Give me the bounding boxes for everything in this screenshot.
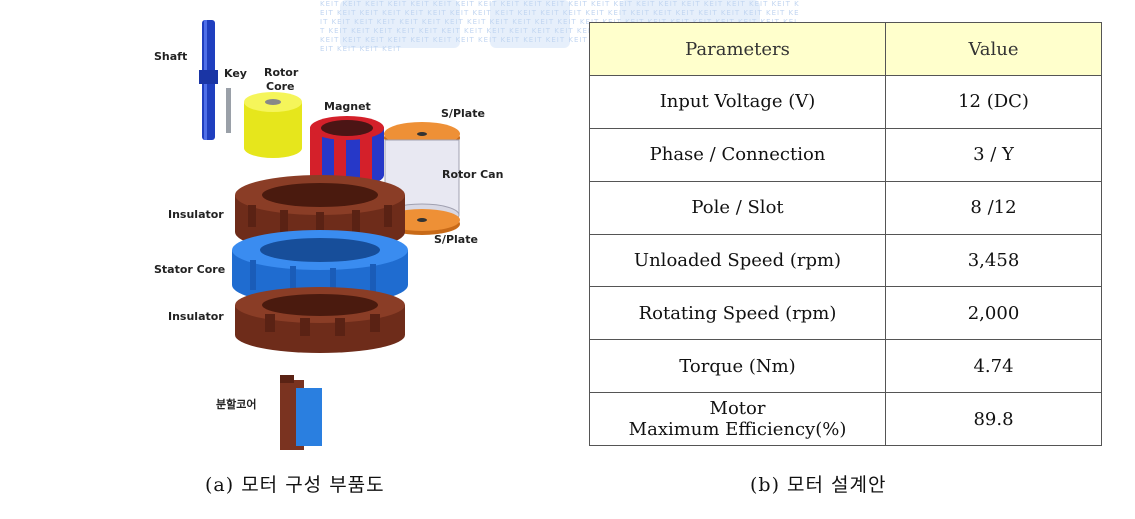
param-cell: Phase / Connection xyxy=(589,127,886,182)
key-part xyxy=(226,88,231,133)
insulator-bottom-part xyxy=(235,287,405,353)
label-rotor-core-2: Core xyxy=(266,80,295,93)
value-cell: 8 /12 xyxy=(885,180,1102,235)
label-insulator-bottom: Insulator xyxy=(168,310,224,323)
param-cell: Torque (Nm) xyxy=(589,339,886,394)
value-cell: 3 / Y xyxy=(885,127,1102,182)
magnet-part xyxy=(310,116,384,187)
shaft-part xyxy=(199,20,218,140)
param-line-1: Motor xyxy=(709,398,766,420)
label-stator-core: Stator Core xyxy=(154,263,226,276)
label-key: Key xyxy=(224,67,247,80)
param-cell: Rotating Speed (rpm) xyxy=(589,286,886,341)
motor-parts-figure: Shaft Key Rotor Core Magnet S/Plate Roto… xyxy=(140,10,520,455)
label-split-core: 분할코어 xyxy=(216,398,257,411)
param-cell: Input Voltage (V) xyxy=(589,75,886,129)
table-row: Motor Maximum Efficiency(%) 89.8 xyxy=(589,392,1102,446)
value-cell: 2,000 xyxy=(885,286,1102,341)
label-magnet: Magnet xyxy=(324,100,371,113)
param-line-2: Maximum Efficiency(%) xyxy=(628,419,847,441)
label-shaft: Shaft xyxy=(154,50,188,63)
table-row: Pole / Slot 8 /12 xyxy=(589,180,1102,235)
value-cell: 4.74 xyxy=(885,339,1102,394)
watermark: KEIT KEIT KEIT KEIT KEIT KEIT KEIT KEIT … xyxy=(320,0,800,70)
param-cell: Unloaded Speed (rpm) xyxy=(589,233,886,288)
table-row: Torque (Nm) 4.74 xyxy=(589,339,1102,394)
motor-design-table: Parameters Value Input Voltage (V) 12 (D… xyxy=(589,22,1102,446)
watermark-shape xyxy=(340,0,460,48)
value-cell: 12 (DC) xyxy=(885,75,1102,129)
watermark-text: KEIT KEIT KEIT KEIT KEIT KEIT KEIT KEIT … xyxy=(320,0,800,53)
table-row: Rotating Speed (rpm) 2,000 xyxy=(589,286,1102,341)
caption-left: (a) 모터 구성 부품도 xyxy=(205,474,385,496)
motor-parts-drawing xyxy=(199,20,460,450)
label-splate-top: S/Plate xyxy=(441,107,485,120)
header-parameters: Parameters xyxy=(589,22,886,76)
value-cell: 3,458 xyxy=(885,233,1102,288)
label-rotor-core-1: Rotor xyxy=(264,66,299,79)
table-header-row: Parameters Value xyxy=(589,22,1102,76)
param-cell: Pole / Slot xyxy=(589,180,886,235)
value-cell: 89.8 xyxy=(885,392,1102,446)
label-insulator-top: Insulator xyxy=(168,208,224,221)
rotor-core-part xyxy=(244,92,302,158)
table-row: Input Voltage (V) 12 (DC) xyxy=(589,75,1102,129)
table-row: Unloaded Speed (rpm) 3,458 xyxy=(589,233,1102,288)
table-row: Phase / Connection 3 / Y xyxy=(589,127,1102,182)
label-rotor-can: Rotor Can xyxy=(442,168,504,181)
label-splate-bottom: S/Plate xyxy=(434,233,478,246)
caption-right: (b) 모터 설계안 xyxy=(750,474,887,496)
param-cell: Motor Maximum Efficiency(%) xyxy=(589,392,886,446)
watermark-shape xyxy=(490,0,570,48)
header-value: Value xyxy=(885,22,1102,76)
split-core-part xyxy=(280,375,322,450)
